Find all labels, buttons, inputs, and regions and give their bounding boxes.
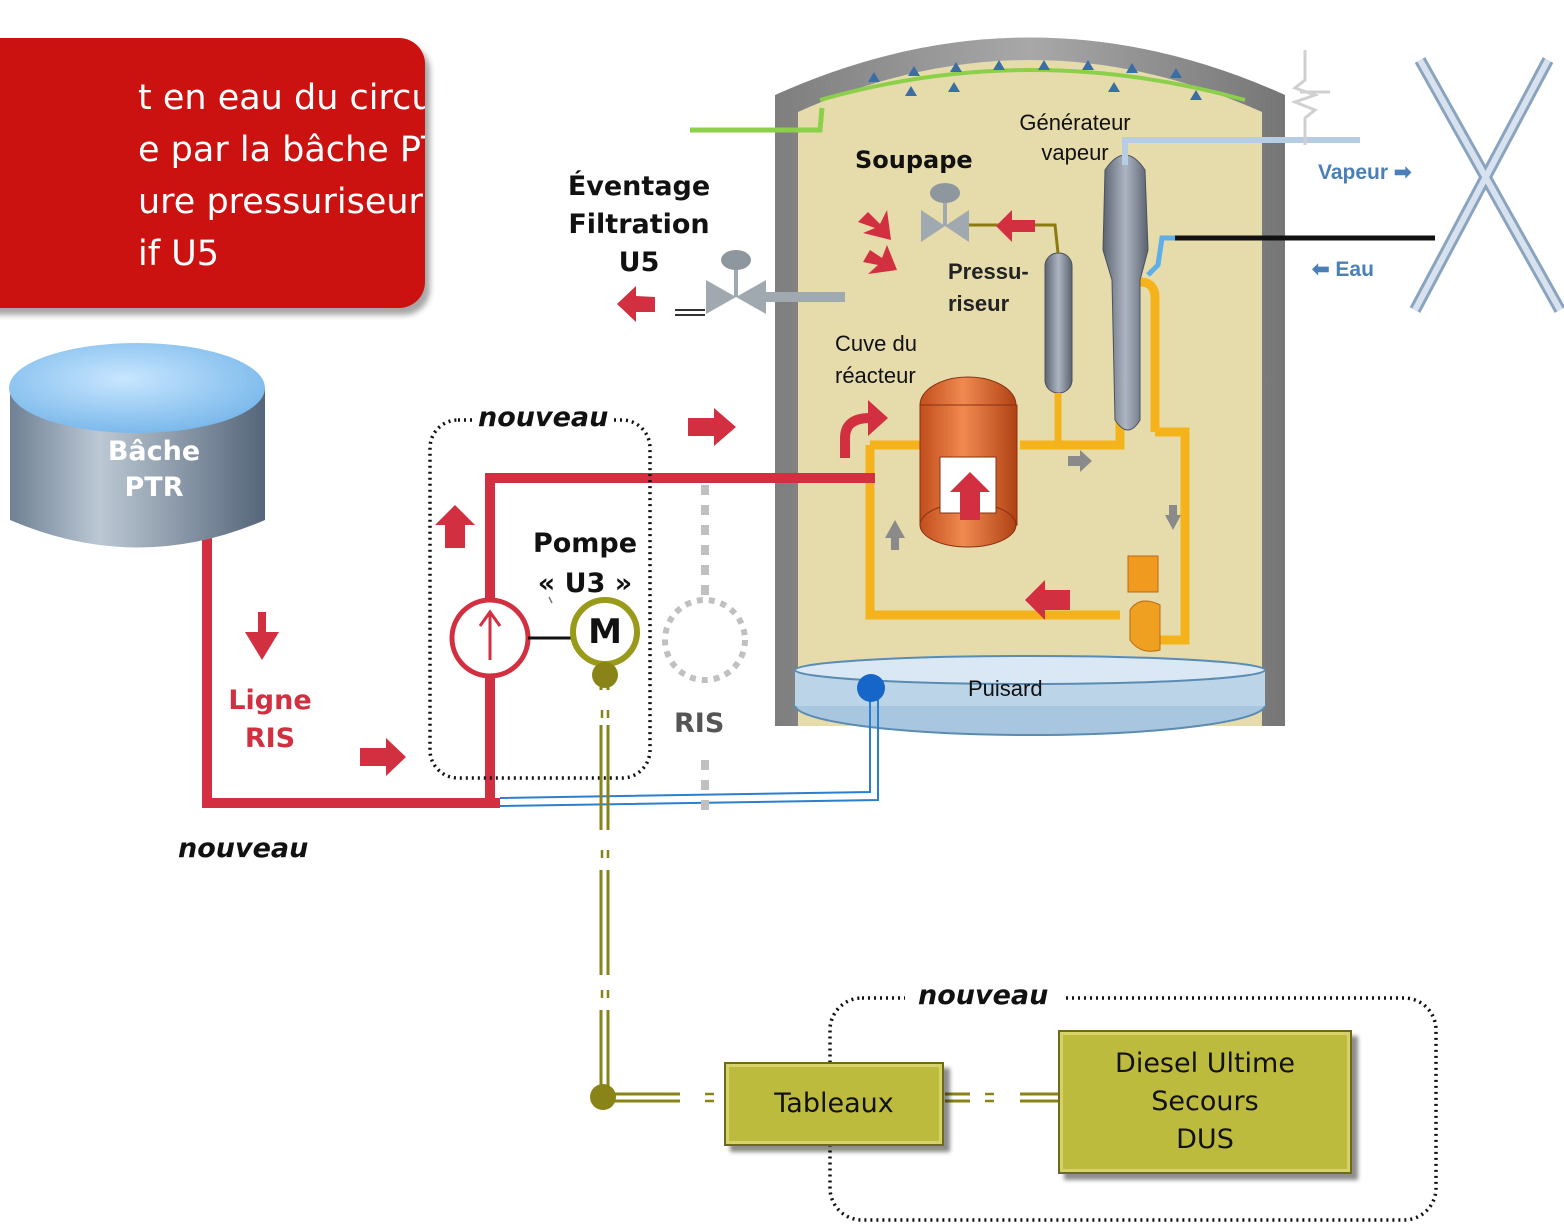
spray-line [690,107,825,133]
tank-label: Bâche PTR [107,436,201,503]
pump-new-zone [428,418,652,780]
cable-node-motor [592,662,618,688]
vessel-up-arrow [950,472,990,520]
cable-node-bottom [590,1084,616,1110]
steam-label: Vapeur ➡ [1318,161,1412,184]
reactor-injection-arrow [868,400,888,436]
sump [794,655,1266,736]
pressurizer-label: Pressu- riseur [948,259,1029,316]
new-label-diesel: nouveau [918,980,1049,1011]
sump-line [499,690,879,807]
steam-generator [1102,154,1149,431]
flow-arrows-primary [885,450,1181,550]
reactor-vessel [919,376,1018,548]
motor-label: M [588,612,622,652]
venting-label: Éventage Filtration U5 [567,171,711,278]
vent-valve [675,250,845,316]
reactor-vessel-label: Cuve du réacteur [835,331,917,388]
red-flow-arrows [245,210,1070,776]
ris-line [202,413,875,808]
callout-line-1: t en eau du circuit [138,78,425,118]
pressurizer [1044,252,1073,445]
tableaux-label: Tableaux [774,1088,894,1119]
diesel-label: Diesel Ultime Secours DUS [1115,1048,1295,1155]
sump-suction-node [857,674,885,702]
water-label: ⬅ Eau [1312,258,1374,281]
spray-nozzles [868,60,1202,100]
primary-pump [1127,555,1161,652]
tableaux-box: Tableaux [724,1062,944,1146]
pump-u3 [449,597,640,679]
valve-label: Soupape [855,146,973,174]
diesel-box: Diesel Ultime Secours DUS [1058,1030,1352,1174]
callout-line-2: e par la bâche PTR [138,130,425,170]
callout-line-4: if U5 [138,234,220,274]
cable-dashes [600,710,994,1103]
safety-valve [921,183,1060,254]
pump-label: Pompe « U3 » [532,528,638,599]
info-callout: t en eau du circuit e par la bâche PTR u… [0,38,425,308]
new-label-bottom: nouveau [178,833,309,864]
sump-label: Puisard [968,676,1043,701]
new-label-pump: nouveau [472,402,615,433]
callout-line-3: ure pressuriseur et [138,182,425,222]
ris-label: RIS [674,708,725,739]
secondary-lines [1122,50,1564,313]
steam-generator-label: Générateur vapeur [1019,110,1131,165]
ris-line-label: Ligne RIS [228,685,312,754]
existing-ris-pump [662,485,748,810]
ptr-tank [9,343,265,548]
